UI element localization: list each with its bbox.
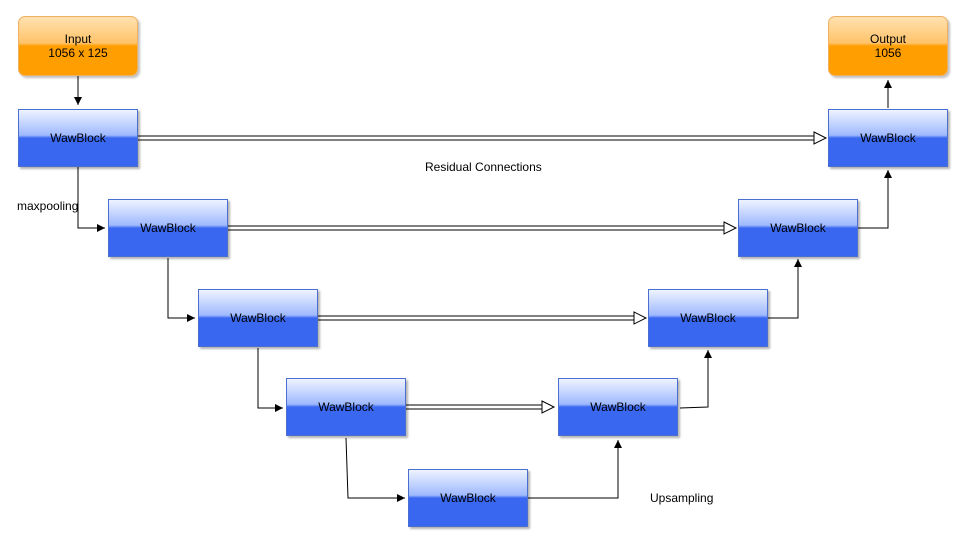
encoder-block-2: WawBlock [108,199,228,257]
residual-connections-label: Residual Connections [425,160,542,174]
input-title: Input [64,32,92,46]
residual-connection-1 [138,131,828,145]
upsample-arrow-2 [679,350,712,409]
maxpool-arrow-1 [77,167,105,232]
upsample-arrow-3 [768,259,802,319]
upsampling-label: Upsampling [650,491,714,505]
block-label: WawBlock [860,131,916,145]
upsample-arrow-1 [528,440,622,499]
residual-connection-3 [318,311,648,325]
output-title: Output [869,32,907,46]
output-shape: 1056 [874,46,902,60]
maxpool-arrow-4 [345,437,405,502]
block-label: WawBlock [680,311,736,325]
residual-connection-2 [228,221,738,235]
encoder-block-3: WawBlock [198,289,318,347]
block-label: WawBlock [770,221,826,235]
block-label: WawBlock [318,400,374,414]
decoder-block-3: WawBlock [648,289,768,347]
block-label: WawBlock [140,221,196,235]
decoder-block-4: WawBlock [558,378,678,436]
maxpool-arrow-3 [257,348,283,412]
maxpooling-label: maxpooling [17,199,79,213]
block-label: WawBlock [50,131,106,145]
encoder-block-1: WawBlock [18,109,138,167]
block-label: WawBlock [440,491,496,505]
decoder-block-1: WawBlock [828,109,948,167]
block-label: WawBlock [590,400,646,414]
encoder-block-4: WawBlock [286,378,406,436]
block-label: WawBlock [230,311,286,325]
output-node: Output 1056 [828,16,948,76]
input-node: Input 1056 x 125 [18,16,138,76]
upsample-arrow-4 [858,170,892,229]
maxpool-arrow-2 [167,258,195,322]
decoder-block-2: WawBlock [738,199,858,257]
input-shape: 1056 x 125 [48,46,108,60]
bottleneck-block: WawBlock [408,469,528,527]
residual-connection-4 [406,400,556,414]
